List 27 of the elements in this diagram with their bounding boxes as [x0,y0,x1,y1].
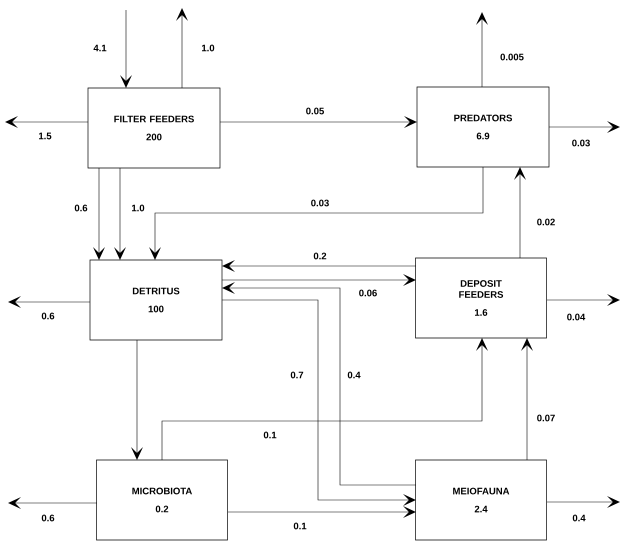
edge-label: 0.03 [570,138,592,148]
edge-label: 0.005 [499,52,525,62]
edge-label: 0.7 [289,370,305,380]
edge-label: 0.04 [566,312,586,322]
process-box: MEIOFAUNA 2.4 [415,460,547,540]
edge-label: 0.1 [262,430,278,440]
edge-label: 0.4 [571,514,587,522]
edge-label: 0.2 [312,252,328,260]
edge-label: 0.6 [40,312,56,320]
edge-label: 1.0 [130,204,146,212]
edge-label: 0.06 [358,288,378,298]
process-box: MICROBIOTA 0.2 [96,460,228,540]
edge-label: 0.05 [304,106,326,116]
process-box: FILTER FEEDERS 200 [88,88,220,168]
process-box: PREDATORS 6.9 [416,86,550,168]
process-box: DETRITUS 100 [90,260,222,340]
edge-label: 1.5 [37,132,53,140]
edge-label: 0.02 [536,218,556,226]
process-box: DEPOSIT FEEDERS 1.6 [415,258,547,338]
edge-label: 0.07 [536,414,556,422]
edge-label: 0.6 [73,204,89,212]
edge-label: 1.0 [200,44,216,52]
edge-label: 0.4 [346,370,362,380]
edge-label: 0.03 [310,198,330,208]
edge-label: 0.6 [40,514,56,522]
edge-label: 4.1 [92,44,108,52]
edge-label: 0.1 [292,522,308,530]
